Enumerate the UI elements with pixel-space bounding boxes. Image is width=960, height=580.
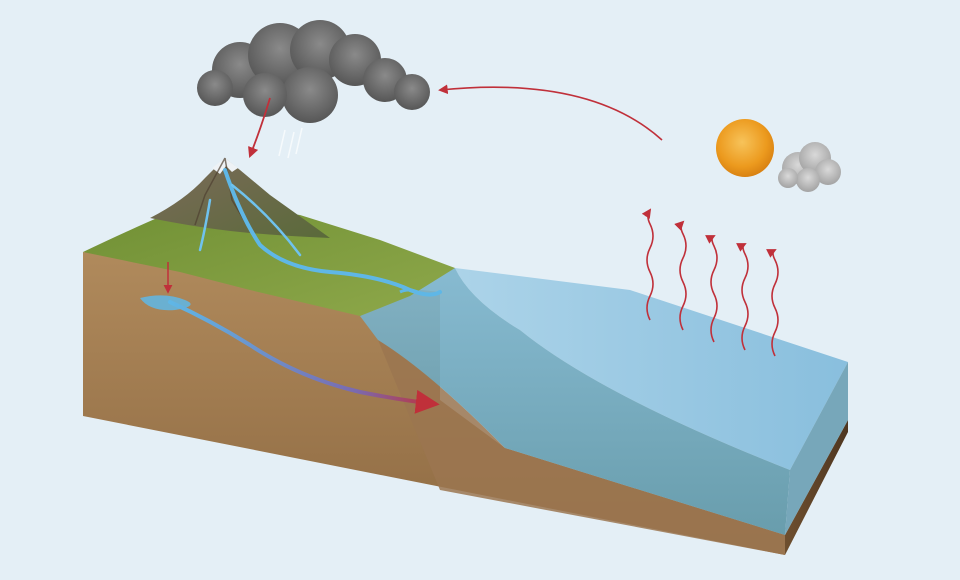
- river-delta: [399, 288, 433, 297]
- grassland: [83, 200, 455, 316]
- groundwater-arrow-icon: [168, 300, 440, 414]
- soil-end-face: [785, 420, 848, 555]
- rain-cloud-icon: [197, 20, 430, 123]
- ocean-end-face: [785, 362, 848, 535]
- seabed-soil: [378, 340, 785, 555]
- evaporation-arrow-icon: [641, 208, 654, 321]
- river-tributary: [198, 183, 302, 257]
- evaporation-arrow-icon: [735, 243, 749, 351]
- ocean-water-column: [360, 268, 790, 535]
- evaporation-arrow-icon: [704, 235, 718, 343]
- evaporation-arrow-icon: [765, 249, 779, 357]
- precipitation-arrow-icon: [248, 97, 271, 159]
- small-cloud-icon: [778, 142, 841, 192]
- mountain-icon: [150, 158, 330, 238]
- ocean-surface: [455, 268, 848, 470]
- rain-streaks: [278, 127, 303, 159]
- evaporation-arrows: [641, 208, 779, 357]
- evaporation-arrow-icon: [674, 220, 687, 331]
- advection-arrow: [438, 84, 663, 141]
- sun-icon: [716, 119, 774, 177]
